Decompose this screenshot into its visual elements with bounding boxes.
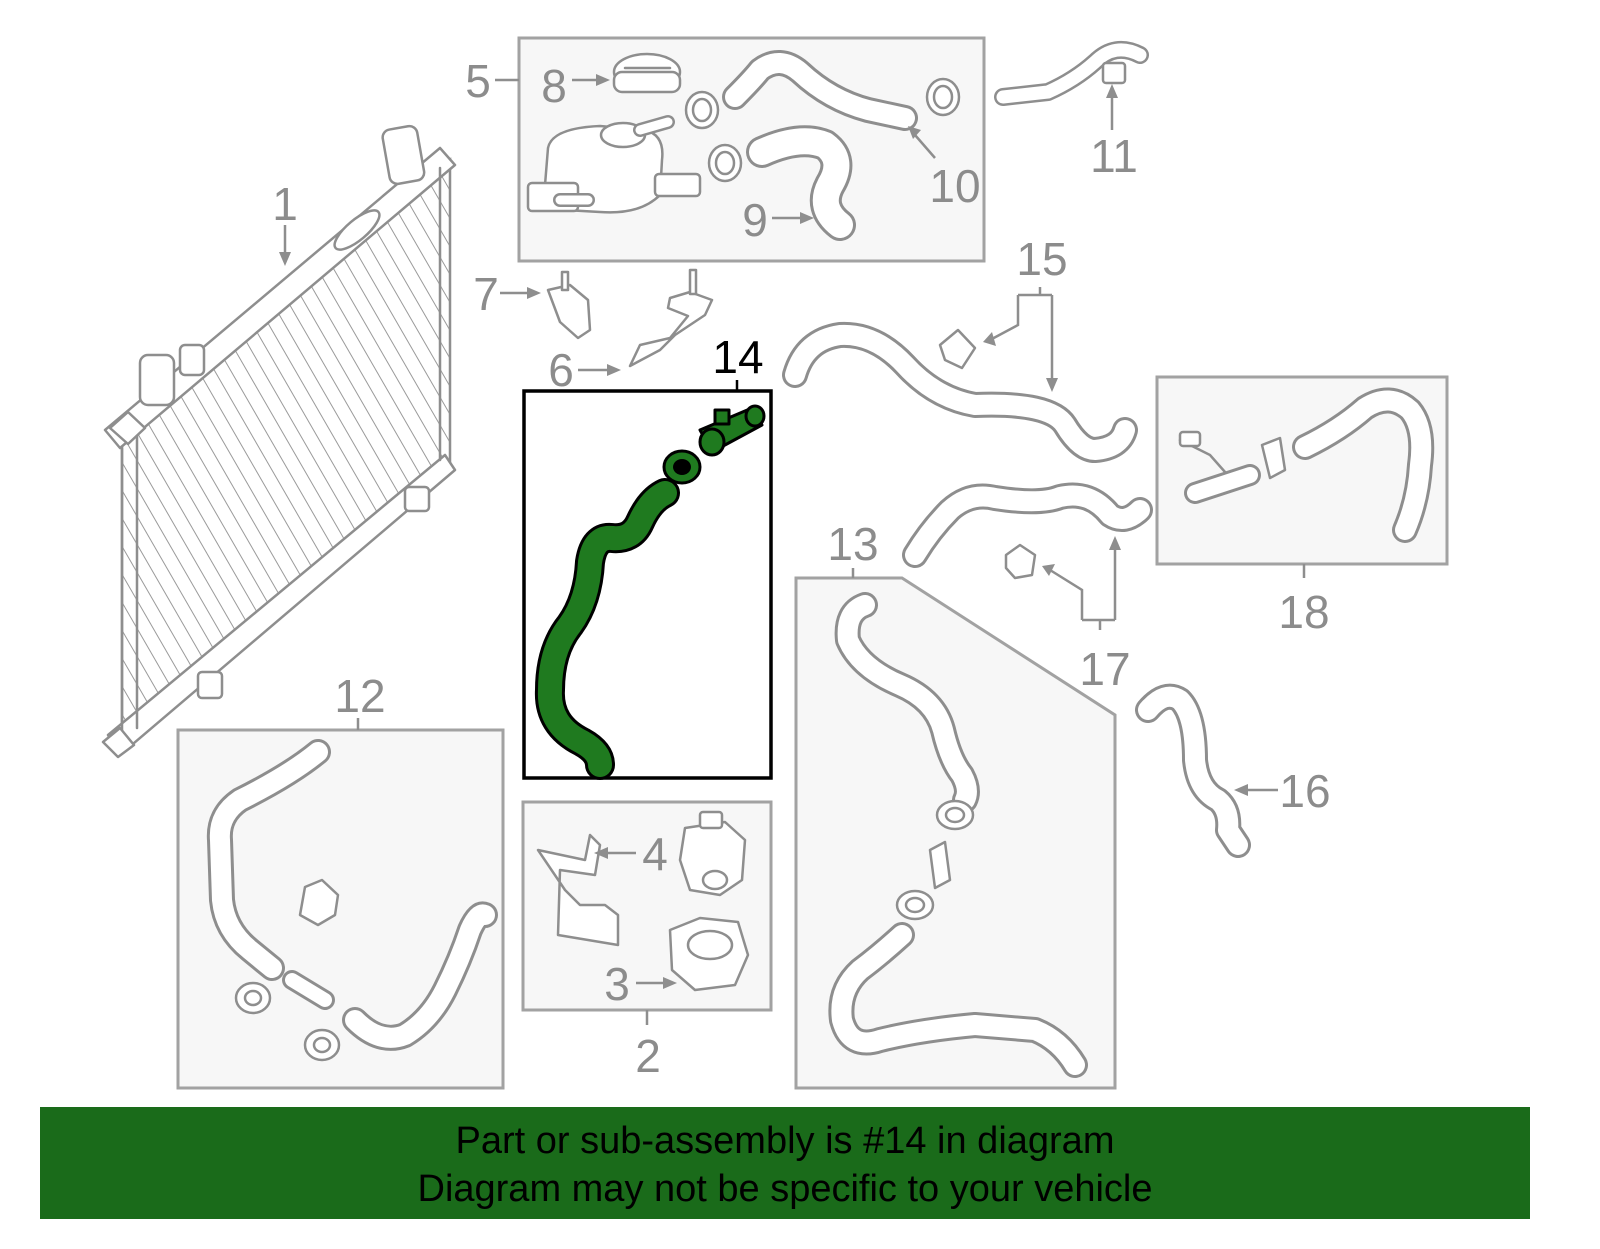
bracket-part-7[interactable] (546, 270, 592, 340)
hose-part-17[interactable] (902, 482, 1153, 580)
reservoir-hose-part-9[interactable] (746, 125, 856, 241)
callout-10: 10 (929, 160, 980, 212)
callout-2: 2 (635, 1030, 661, 1082)
callout-15: 15 (1016, 233, 1067, 285)
hose-clip-part-15[interactable] (938, 328, 977, 370)
bracket-part-4[interactable] (536, 833, 620, 947)
reservoir-hose-part-10[interactable] (722, 50, 918, 131)
callout-1: 1 (272, 178, 298, 230)
hose-assembly-part-12[interactable] (206, 739, 498, 1062)
info-banner: Part or sub-assembly is #14 in diagram D… (40, 1107, 1530, 1219)
banner-line-disclaimer: Diagram may not be specific to your vehi… (417, 1168, 1153, 1210)
callout-14: 14 (712, 331, 763, 383)
callout-12: 12 (334, 670, 385, 722)
radiator-part-1[interactable] (101, 124, 457, 759)
callout-9: 9 (742, 194, 768, 246)
callout-labels: 1 2 3 4 5 6 7 8 9 10 11 12 13 14 15 16 1… (272, 55, 1330, 1082)
callout-8: 8 (541, 60, 567, 112)
hose-clamp-part[interactable] (684, 77, 961, 183)
callout-18: 18 (1278, 586, 1329, 638)
callout-11: 11 (1090, 130, 1138, 182)
leader-lines (279, 74, 1306, 1025)
callout-4: 4 (642, 828, 668, 880)
bracket-part-6[interactable] (628, 268, 714, 368)
callout-3: 3 (604, 958, 630, 1010)
highlighted-hose-part-14[interactable] (534, 404, 766, 780)
hose-assembly-part-13[interactable] (828, 592, 1088, 1078)
hose-part-16[interactable] (1135, 683, 1251, 858)
callout-17: 17 (1079, 643, 1130, 695)
reservoir-cap-part-8[interactable] (612, 52, 682, 94)
hose-assembly-part-18[interactable] (1178, 387, 1435, 543)
banner-line-part-number: Part or sub-assembly is #14 in diagram (455, 1120, 1115, 1162)
bypass-pipe-part-11[interactable] (994, 40, 1149, 106)
pump-part-4[interactable] (678, 810, 747, 897)
heater-hose-part-15[interactable] (782, 321, 1138, 463)
callout-5: 5 (465, 55, 491, 107)
callout-7: 7 (473, 268, 499, 320)
callout-16: 16 (1279, 765, 1330, 817)
callout-13: 13 (827, 518, 878, 570)
callout-6: 6 (548, 344, 574, 396)
reservoir-tank-part[interactable] (526, 115, 702, 214)
pump-housing-part-3[interactable] (668, 916, 750, 992)
